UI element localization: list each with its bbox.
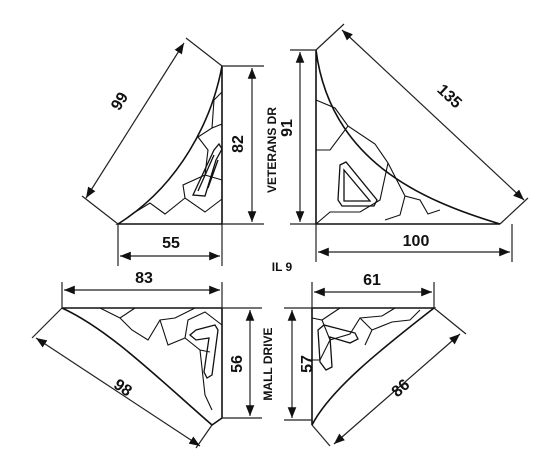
nw-hyp-extension-top [185,37,223,67]
sw-vert-label: 56 [229,355,246,373]
se-hyp-extension-right [433,307,467,335]
sw-hyp-extension-left [31,307,63,339]
il9-label: IL 9 [272,260,293,274]
se-island-channel [317,324,359,371]
ne-island [315,49,501,225]
nw-island [115,65,223,225]
sw-horiz-label: 83 [135,270,153,287]
sw-hyp-dimension-line [35,337,201,447]
sw-hyp-label: 98 [110,376,134,400]
se-vert-label: 57 [299,355,316,373]
ne-hyp-label: 135 [434,81,465,112]
ne-island-hatch [315,99,441,225]
ne-vert-label: 91 [279,119,296,137]
ne-hyp-extension-top [315,23,345,51]
ne-horiz-label: 100 [403,233,430,250]
nw-vert-label: 82 [230,135,247,153]
nw-island-hatch [131,91,223,215]
nw-hyp-label: 99 [108,89,132,113]
nw-hyp-extension-bot [81,195,119,225]
se-island [311,307,437,426]
se-island-hatch [311,307,421,361]
se-hyp-extension-bot [311,424,331,447]
mall-drive-label: MALL DRIVE [261,327,275,400]
nw-island-channel [192,142,223,197]
nw-hyp-dimension-line [85,42,185,199]
ne-hyp-extension-bot [499,197,529,225]
ne-island-channel [337,161,378,207]
se-island-outline [311,307,437,426]
sw-island-channel [188,324,219,379]
nw-horiz-label: 55 [162,235,180,252]
se-hyp-label: 86 [389,376,414,401]
veterans-dr-label: VETERANS DR [265,107,279,193]
se-horiz-label: 61 [363,272,381,289]
se-hyp-dimension-line [333,333,461,445]
nw-island-outline [115,65,223,225]
ne-hyp-dimension-line [341,29,525,201]
